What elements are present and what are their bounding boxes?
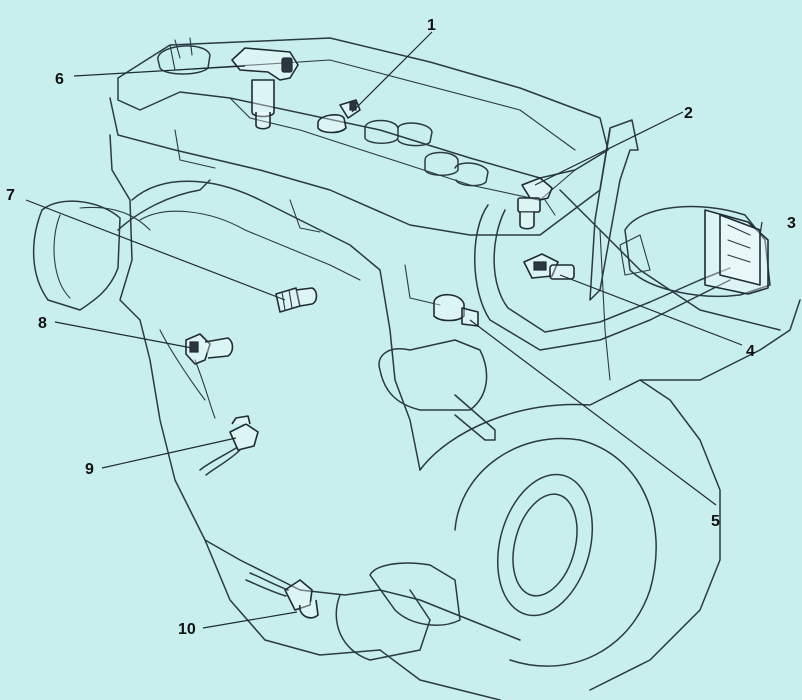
intake-tube (32, 200, 121, 311)
callout-5: 5 (711, 513, 720, 530)
sensor-3 (704, 209, 769, 295)
engine-block (109, 134, 381, 656)
callout-2: 2 (684, 105, 693, 122)
callout-9: 9 (85, 461, 94, 478)
sensor-4 (523, 253, 575, 280)
engine-outline (32, 37, 801, 700)
callout-4: 4 (746, 343, 755, 360)
callout-1: 1 (427, 17, 436, 34)
sensor-7 (275, 287, 318, 313)
water-outlet (378, 339, 488, 411)
sensor-5 (433, 293, 479, 327)
sensor-8 (185, 333, 234, 365)
ignition-coils (364, 119, 489, 187)
mount-bracket (589, 119, 639, 301)
callout-8: 8 (38, 315, 47, 332)
oil-filler-cap (157, 45, 211, 75)
callout-6: 6 (55, 71, 64, 88)
timing-cover (419, 299, 801, 471)
callout-3: 3 (787, 215, 796, 232)
cylinder-head-cover (117, 37, 609, 179)
sensor-6 (231, 47, 299, 130)
crank-pulley (496, 473, 594, 617)
sensor-2 (517, 177, 556, 230)
callout-7: 7 (6, 187, 15, 204)
sensor-10 (245, 572, 319, 619)
coolant-hose (474, 204, 731, 351)
oil-pan (204, 539, 521, 641)
leader-lines (25, 31, 763, 629)
sensor-1 (317, 99, 361, 134)
cylinder-head (109, 97, 611, 236)
sensor-9 (199, 415, 259, 476)
callout-10: 10 (178, 621, 196, 638)
